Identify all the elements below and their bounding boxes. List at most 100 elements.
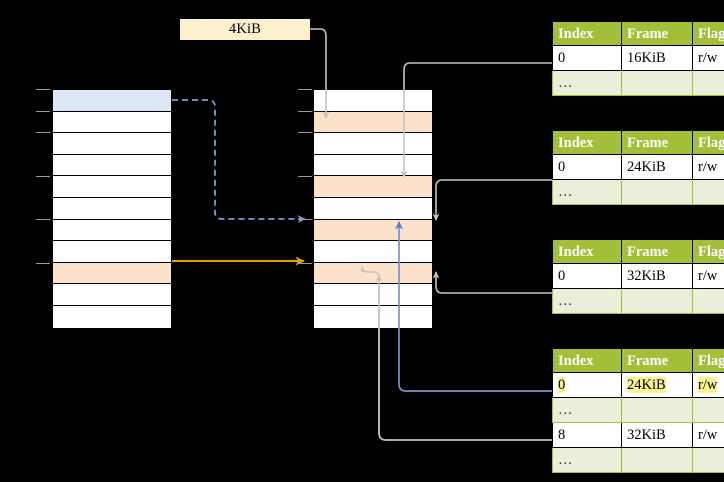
cell-frame: 24KiB — [621, 372, 693, 399]
cell-frame — [621, 447, 693, 474]
cell-flags — [692, 447, 724, 474]
frame-tick-4 — [298, 175, 312, 177]
cell-flags: r/w — [692, 422, 724, 449]
page-table-1[interactable]: IndexFrameFlags016KiBr/w… — [552, 22, 724, 97]
cell-frame: 16KiB — [621, 45, 693, 72]
frame-row-1 — [314, 111, 432, 134]
column-header-frame: Frame — [621, 240, 693, 265]
wire-table2-to-frame — [432, 179, 552, 221]
cell-index: … — [552, 397, 622, 424]
cell-index: 8 — [552, 422, 622, 449]
frame-row-2 — [314, 133, 432, 155]
frame-tick-8 — [298, 262, 312, 264]
cell-frame: 32KiB — [621, 263, 693, 290]
wire-page-to-frame-dashed — [172, 99, 306, 223]
virtual-address-space-column — [52, 89, 172, 328]
physical-memory-column — [313, 89, 433, 328]
page-row-9 — [53, 284, 171, 306]
column-header-index: Index — [552, 240, 622, 265]
page-row-0 — [53, 90, 171, 112]
page-table-2[interactable]: IndexFrameFlags024KiBr/w… — [552, 131, 724, 206]
cell-flags — [692, 288, 724, 315]
cell-frame: 24KiB — [621, 154, 693, 181]
column-header-flags: Flags — [692, 349, 724, 374]
cell-flags — [692, 70, 724, 97]
page-table-3[interactable]: IndexFrameFlags032KiBr/w… — [552, 240, 724, 315]
frame-row-6 — [314, 219, 432, 242]
frame-row-3 — [314, 154, 432, 177]
page-row-8 — [53, 262, 171, 285]
frame-row-8 — [314, 262, 432, 285]
column-header-flags: Flags — [692, 131, 724, 156]
frame-row-10 — [314, 305, 432, 328]
page-row-2 — [53, 133, 171, 155]
frame-row-7 — [314, 241, 432, 263]
page-tick-1 — [36, 110, 50, 112]
cell-flags: r/w — [692, 372, 724, 399]
highlighted-value: r/w — [698, 376, 718, 393]
cell-frame: 32KiB — [621, 422, 693, 449]
page-tick-0 — [36, 89, 50, 90]
table-row[interactable]: 0 24KiB r/w — [552, 372, 724, 399]
cell-index: … — [552, 447, 622, 474]
page-tick-4 — [36, 175, 50, 177]
cell-frame — [621, 397, 693, 424]
cell-flags: r/w — [692, 154, 724, 181]
cell-index: … — [552, 288, 622, 315]
page-row-6 — [53, 219, 171, 242]
page-row-4 — [53, 176, 171, 198]
table-row[interactable]: … — [552, 179, 724, 206]
column-header-index: Index — [552, 131, 622, 156]
cell-flags — [692, 397, 724, 424]
table-header-row: IndexFrameFlags — [552, 131, 724, 156]
column-header-flags: Flags — [692, 22, 724, 47]
table-header-row: IndexFrameFlags — [552, 240, 724, 265]
column-header-index: Index — [552, 22, 622, 47]
table-header-row: IndexFrameFlags — [552, 349, 724, 374]
frame-tick-6 — [298, 219, 312, 221]
page-tick-8 — [36, 262, 50, 264]
size-label-4kib: 4KiB — [180, 19, 310, 40]
page-table-4[interactable]: IndexFrameFlags024KiBr/w…832KiBr/w… — [552, 349, 724, 474]
column-header-frame: Frame — [621, 131, 693, 156]
column-header-index: Index — [552, 349, 622, 374]
cell-index: 0 — [552, 154, 622, 181]
page-row-10 — [53, 305, 171, 328]
page-row-7 — [53, 241, 171, 263]
frame-row-9 — [314, 284, 432, 306]
cell-flags — [692, 179, 724, 206]
cell-index: … — [552, 179, 622, 206]
table-row[interactable]: … — [552, 70, 724, 97]
page-row-5 — [53, 197, 171, 220]
highlighted-value: 24KiB — [627, 376, 666, 393]
page-row-1 — [53, 111, 171, 134]
wire-table3-to-frame — [432, 271, 552, 294]
page-tick-6 — [36, 219, 50, 221]
cell-index: 0 — [552, 45, 622, 72]
frame-row-5 — [314, 197, 432, 220]
cell-flags: r/w — [692, 45, 724, 72]
highlighted-value: 0 — [558, 376, 566, 393]
table-header-row: IndexFrameFlags — [552, 22, 724, 47]
page-tick-2 — [36, 132, 50, 134]
cell-frame — [621, 179, 693, 206]
table-row[interactable]: … — [552, 288, 724, 315]
table-row[interactable]: … — [552, 397, 724, 424]
page-row-3 — [53, 154, 171, 177]
column-header-frame: Frame — [621, 349, 693, 374]
cell-flags: r/w — [692, 263, 724, 290]
frame-tick-2 — [298, 132, 312, 134]
frame-row-4 — [314, 176, 432, 198]
column-header-flags: Flags — [692, 240, 724, 265]
frame-tick-0 — [298, 89, 312, 90]
cell-index: … — [552, 70, 622, 97]
table-row[interactable]: … — [552, 447, 724, 474]
cell-frame — [621, 70, 693, 97]
cell-index: 0 — [552, 263, 622, 290]
frame-row-0 — [314, 90, 432, 112]
